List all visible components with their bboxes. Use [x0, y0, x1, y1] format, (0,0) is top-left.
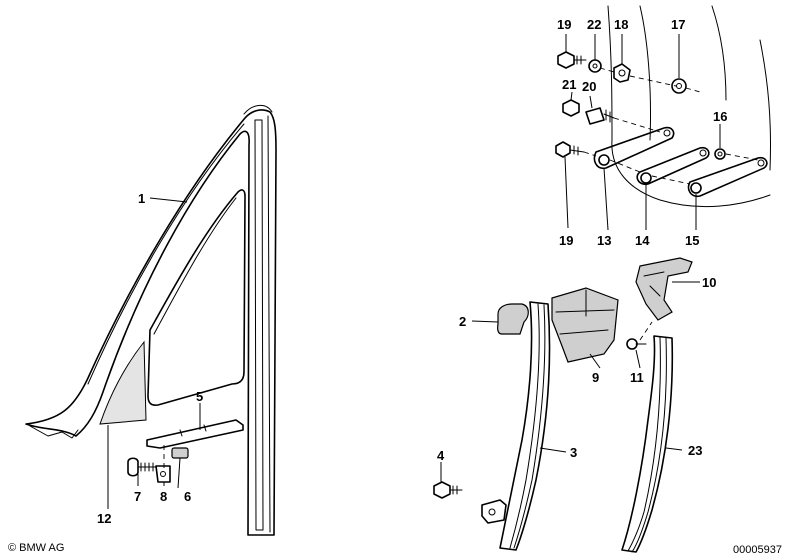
part-label-13: 13 — [597, 233, 611, 248]
part-label-23: 23 — [688, 443, 702, 458]
part-label-19-top: 19 — [557, 17, 571, 32]
guide-rail — [481, 301, 551, 551]
part-label-18: 18 — [614, 17, 628, 32]
part-labels: 1 2 3 4 5 6 7 8 9 10 11 12 13 14 15 16 1… — [97, 17, 727, 526]
part-label-6: 6 — [184, 489, 191, 504]
seal-strip-23 — [621, 335, 674, 553]
part-label-2: 2 — [459, 314, 466, 329]
part-label-3: 3 — [570, 445, 577, 460]
hinge-hardware — [555, 51, 768, 198]
part-label-4: 4 — [437, 448, 445, 463]
part-label-10: 10 — [702, 275, 716, 290]
screw-11 — [626, 321, 653, 350]
part-label-20: 20 — [582, 79, 596, 94]
part-label-7: 7 — [134, 489, 141, 504]
part-label-16: 16 — [713, 109, 727, 124]
image-number: 00005937 — [733, 544, 782, 556]
upper-clip — [497, 303, 529, 335]
part-label-5: 5 — [196, 389, 203, 404]
part-label-11: 11 — [630, 370, 644, 385]
part-label-15: 15 — [685, 233, 699, 248]
vent-window-glass — [147, 189, 246, 406]
part-label-1: 1 — [138, 191, 145, 206]
part-label-21: 21 — [562, 77, 576, 92]
part-label-9: 9 — [592, 370, 599, 385]
part-label-22: 22 — [587, 17, 601, 32]
vent-window-frame — [25, 105, 277, 536]
bracket-10 — [635, 257, 693, 321]
leader-lines — [107, 34, 721, 509]
cover-piece-9 — [551, 287, 619, 363]
part-label-8: 8 — [160, 489, 167, 504]
bracket-plate — [127, 419, 244, 483]
door-outline — [607, 5, 772, 208]
screw-4 — [433, 481, 463, 499]
small-glass-triangle — [99, 340, 147, 425]
part-label-14: 14 — [635, 233, 650, 248]
part-label-12: 12 — [97, 511, 111, 526]
copyright-text: © BMW AG — [8, 542, 65, 554]
part-label-19-bottom: 19 — [559, 233, 573, 248]
part-label-17: 17 — [671, 17, 685, 32]
